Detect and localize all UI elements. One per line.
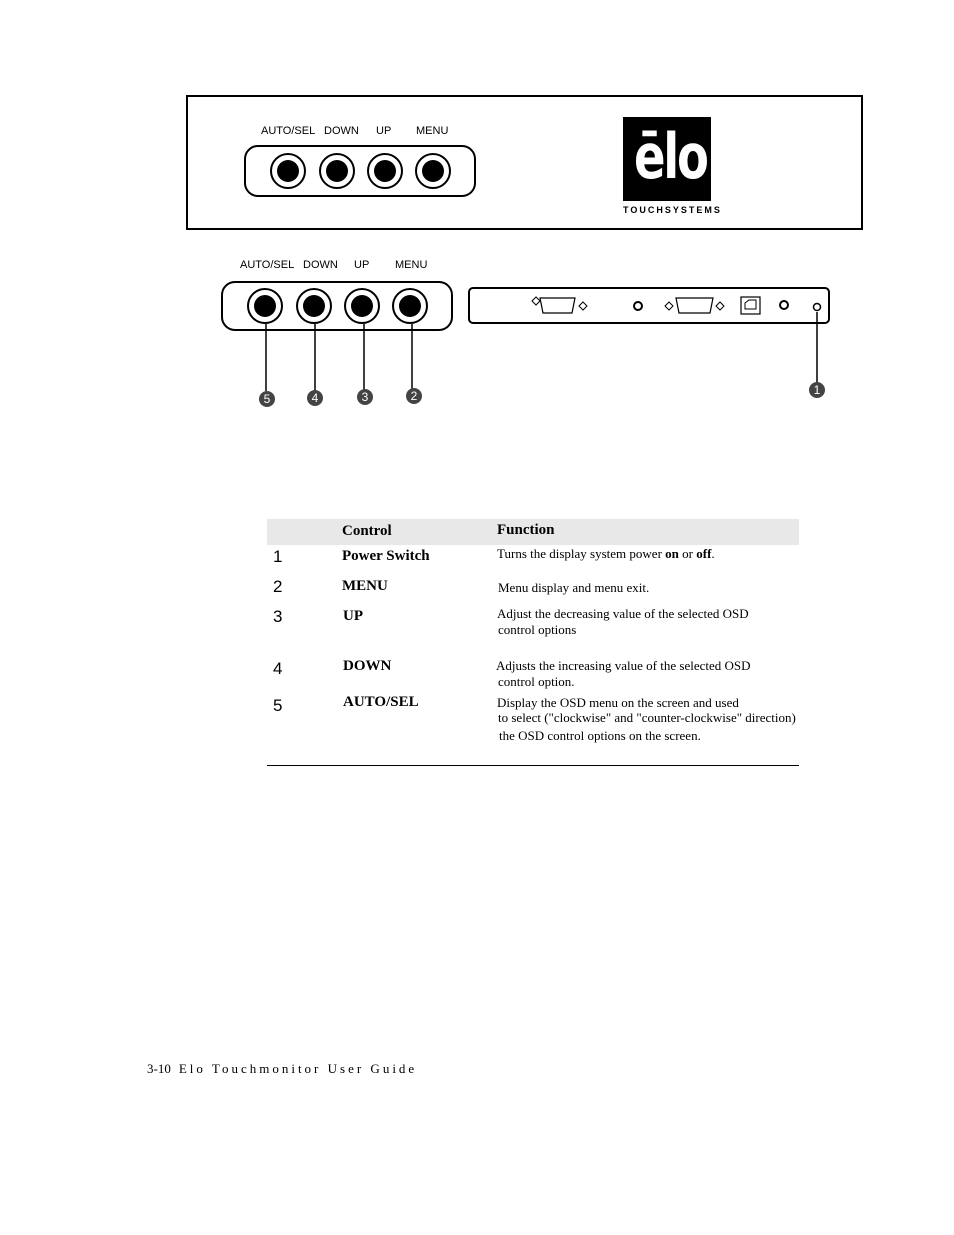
page-number: 3-10 [147, 1061, 171, 1076]
serial-port-icon [664, 297, 725, 314]
callout-5: 5 [259, 391, 275, 407]
row-function-line: to select ("clockwise" and "counter-cloc… [498, 710, 796, 725]
label-down: DOWN [324, 125, 359, 137]
row-control: Power Switch [342, 548, 430, 564]
row-control: MENU [342, 578, 388, 594]
power-jack-icon [779, 300, 789, 310]
power-switch-icon [812, 302, 822, 312]
row-number: 4 [273, 659, 283, 678]
audio-jack-icon [633, 301, 643, 311]
callout-2: 2 [406, 388, 422, 404]
front-down-button [319, 153, 355, 189]
side-label-auto-sel: AUTO/SEL [240, 259, 295, 271]
header-function: Function [497, 522, 555, 538]
table-header: Control Function [267, 519, 799, 545]
row-number: 2 [273, 577, 283, 596]
row-number: 1 [273, 547, 283, 566]
row-function-line: Adjusts the increasing value of the sele… [496, 658, 751, 673]
label-auto-sel: AUTO/SEL [261, 125, 316, 137]
elo-logo: ēlo TOUCHSYSTEMS [623, 117, 722, 217]
vga-port-icon [531, 296, 588, 314]
elo-logo-text: TOUCHSYSTEMS [623, 205, 722, 215]
usb-port-icon [740, 296, 761, 315]
elo-logo-mark: ēlo [634, 120, 709, 193]
rear-connector-panel [468, 287, 830, 324]
row-number: 5 [273, 696, 283, 715]
front-auto-sel-button [270, 153, 306, 189]
row-function: Turns the display system power on or off… [497, 546, 715, 561]
side-label-up: UP [354, 259, 370, 271]
row-control: AUTO/SEL [343, 694, 419, 710]
label-menu: MENU [416, 125, 449, 137]
row-function-line: control option. [498, 674, 575, 689]
callout-3: 3 [357, 389, 373, 405]
side-down-button [296, 288, 332, 324]
callout-4: 4 [307, 390, 323, 406]
side-label-down: DOWN [303, 259, 338, 271]
row-function-line: Display the OSD menu on the screen and u… [497, 695, 739, 710]
row-control: DOWN [343, 658, 392, 674]
power-on-word: on [665, 546, 679, 561]
side-label-menu: MENU [395, 259, 428, 271]
front-up-button [367, 153, 403, 189]
rear-connectors [531, 296, 822, 315]
row-function-line: control options [498, 622, 577, 637]
side-up-button [344, 288, 380, 324]
page-footer: 3-10 Elo Touchmonitor User Guide [147, 1061, 417, 1077]
power-off-word: off [696, 546, 712, 561]
front-panel-figure [186, 95, 863, 230]
guide-title: Elo Touchmonitor User Guide [178, 1061, 418, 1076]
side-auto-sel-button [247, 288, 283, 324]
row-function-line: the OSD control options on the screen. [499, 728, 701, 743]
row-function-line: Adjust the decreasing value of the selec… [497, 606, 749, 621]
front-menu-button [415, 153, 451, 189]
leader-lines [265, 312, 818, 391]
row-function: Menu display and menu exit. [498, 580, 650, 595]
side-button-housing [221, 281, 453, 331]
front-button-housing [244, 145, 476, 197]
table-bottom-rule [267, 765, 799, 766]
callout-1: 1 [809, 382, 825, 398]
header-control: Control [342, 523, 392, 539]
row-number: 3 [273, 607, 283, 626]
side-menu-button [392, 288, 428, 324]
label-up: UP [376, 125, 392, 137]
row-control: UP [343, 608, 363, 624]
